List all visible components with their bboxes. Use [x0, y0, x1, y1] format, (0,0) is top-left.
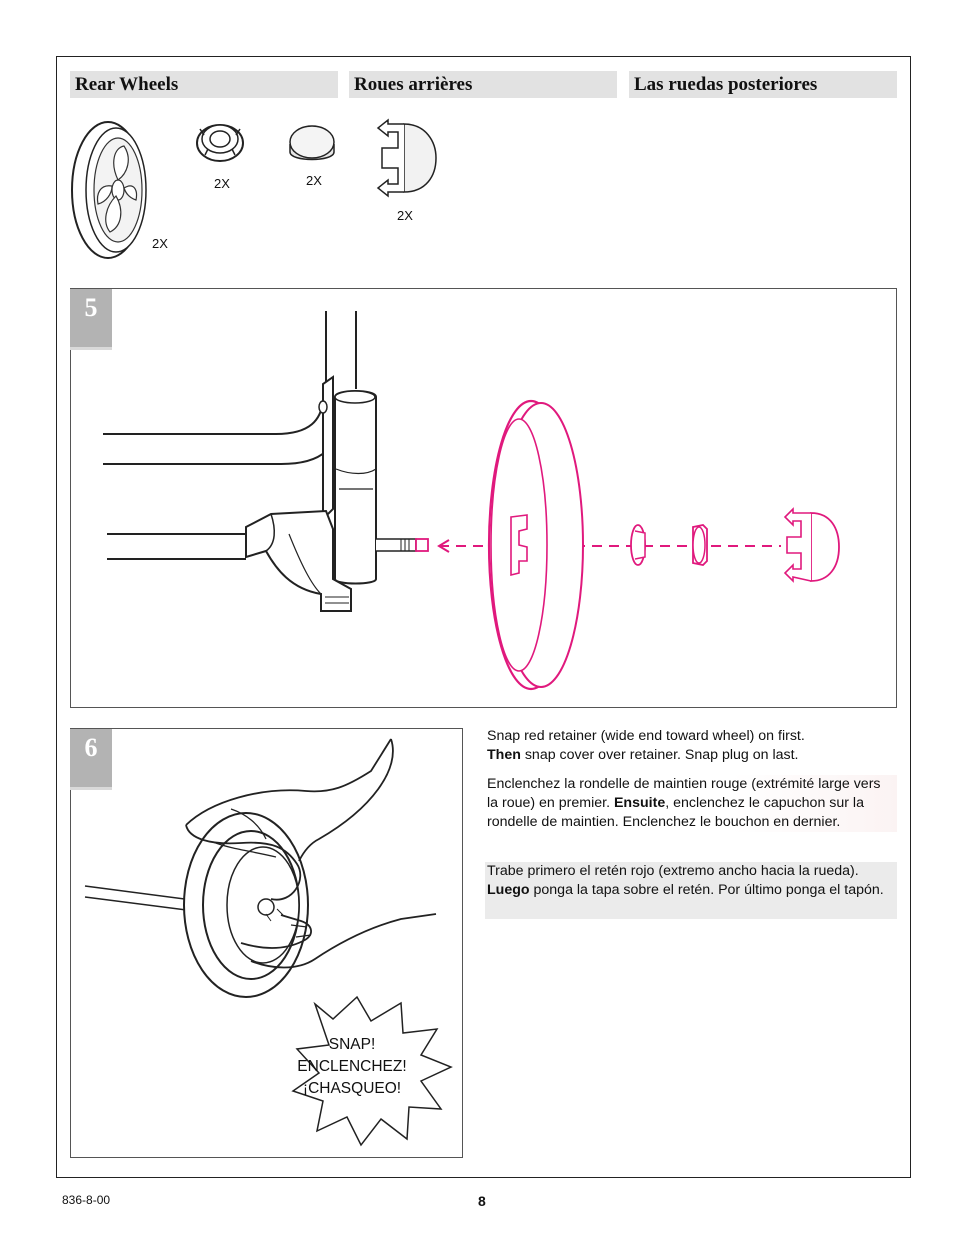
- instructions-fr-part2: , enclenchez le capuchon sur la rondelle…: [487, 795, 864, 830]
- page-frame: [56, 56, 911, 1178]
- step-6-illustration: [84, 738, 453, 1147]
- retainer-quantity: 2X: [214, 176, 230, 191]
- instructions-english: Snap red retainer (wide end toward wheel…: [485, 727, 897, 765]
- instructions-es-part2: ponga la tapa sobre el retén. Por último…: [529, 882, 884, 898]
- burst-line-1: SNAP!: [328, 1036, 376, 1053]
- instructions-french: Enclenchez la rondelle de maintien rouge…: [485, 775, 897, 832]
- page-number: 8: [478, 1193, 486, 1209]
- instructions-es-bold: Luego: [487, 882, 530, 898]
- step-6-badge: 6: [70, 729, 112, 787]
- retainer-part-icon: [196, 124, 244, 162]
- instructions-spanish: Trabe primero el retén rojo (extremo anc…: [485, 862, 897, 919]
- burst-line-2: ENCLENCHEZ!: [297, 1058, 407, 1075]
- cover-quantity: 2X: [397, 208, 413, 223]
- wheel-quantity: 2X: [152, 236, 168, 251]
- instructions-en-bold: Then: [487, 747, 521, 763]
- instructions-fr-bold: Ensuite: [613, 795, 666, 811]
- step-5-badge: 5: [70, 289, 112, 347]
- document-code: 836-8-00: [62, 1193, 111, 1207]
- burst-line-3: ¡CHASQUEO!: [302, 1080, 402, 1097]
- snap-burst-text: SNAP! ENCLENCHEZ! ¡CHASQUEO!: [276, 1034, 428, 1100]
- step-5-illustration: [103, 311, 840, 691]
- header-rear-wheels: Rear Wheels: [70, 71, 338, 98]
- plug-part-icon: [289, 125, 335, 161]
- header-roues-arrieres: Roues arrières: [349, 71, 617, 98]
- instructions-es-part1: Trabe primero el retén rojo (extremo anc…: [487, 863, 859, 879]
- instructions-en-part2: snap cover over retainer. Snap plug on l…: [520, 747, 799, 763]
- instructions-en-part1: Snap red retainer (wide end toward wheel…: [487, 728, 805, 744]
- step-5-panel: [70, 288, 897, 708]
- plug-quantity: 2X: [306, 173, 322, 188]
- instructions-fr-part1: Enclenchez la rondelle de maintien rouge…: [487, 776, 881, 811]
- wheel-part-icon: [71, 121, 147, 259]
- header-ruedas-posteriores: Las ruedas posteriores: [629, 71, 897, 98]
- cover-part-icon: [376, 118, 437, 198]
